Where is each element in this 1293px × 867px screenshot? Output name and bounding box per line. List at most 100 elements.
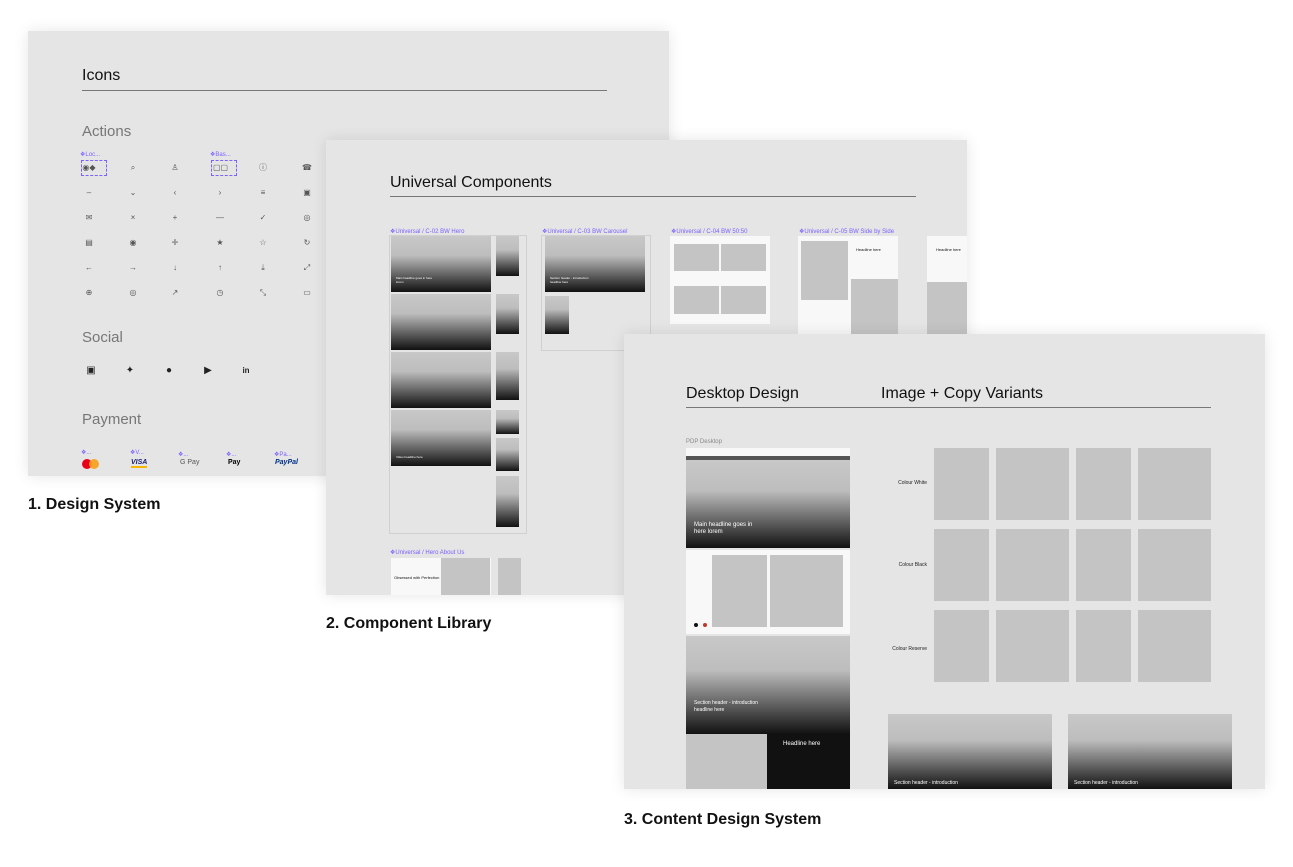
caption-content-design-system: 3. Content Design System: [624, 811, 822, 828]
payment-label-1: ...: [81, 449, 91, 456]
linkedin-icon[interactable]: in: [242, 366, 250, 375]
facebook-icon[interactable]: ●: [165, 365, 173, 376]
pdp-section-hero[interactable]: [686, 636, 850, 734]
hero-mobile-5[interactable]: [496, 438, 519, 471]
carousel-desktop[interactable]: [545, 236, 645, 292]
component-frame-bas[interactable]: [211, 160, 237, 176]
variant-tile[interactable]: [1076, 610, 1131, 682]
hero-variant-video[interactable]: [391, 410, 491, 466]
hero-mobile-6[interactable]: [496, 476, 519, 527]
variant-tile[interactable]: [1076, 448, 1131, 520]
visa-icon: VISA: [131, 459, 148, 468]
caption-component-library: 2. Component Library: [326, 615, 492, 632]
variant-tile[interactable]: [934, 610, 989, 682]
pdp-nav-bar[interactable]: [686, 448, 850, 456]
label-about: Universal / Hero About Us: [390, 549, 464, 556]
arrow-right-icon[interactable]: →: [129, 263, 137, 272]
help-icon[interactable]: ⓘ: [259, 163, 267, 172]
side-image-1: [801, 241, 848, 300]
pdp-hero[interactable]: [686, 460, 850, 548]
paypal-icon: PayPal: [275, 459, 298, 466]
variant-tile[interactable]: [996, 529, 1069, 601]
about-mobile[interactable]: [498, 558, 521, 595]
plus-icon[interactable]: +: [172, 213, 178, 222]
arrow-up-icon[interactable]: ↑: [218, 263, 222, 272]
card-icon[interactable]: ▭: [303, 288, 311, 297]
carousel-mobile[interactable]: [545, 296, 569, 334]
target-icon[interactable]: ◎: [129, 288, 137, 297]
location-pin-icon[interactable]: ◉◆: [82, 163, 96, 172]
download-icon[interactable]: ⤓: [261, 263, 265, 272]
star-outline-icon[interactable]: ☆: [259, 238, 267, 247]
about-headline: Obsessed with Perfection: [394, 575, 440, 580]
bottom-hero-1-headline: Section header - introduction: [894, 780, 958, 786]
move-icon[interactable]: ✛: [171, 238, 179, 247]
refresh-icon[interactable]: ↻: [303, 238, 311, 247]
hero-variants-frame[interactable]: [389, 235, 527, 534]
carousel-frame[interactable]: [541, 235, 651, 351]
hero-mobile-3[interactable]: [496, 352, 519, 400]
variant-tile[interactable]: [996, 448, 1069, 520]
pdp-dark-panel[interactable]: [767, 734, 850, 789]
swatch-red[interactable]: [703, 623, 707, 627]
variant-tile[interactable]: [934, 448, 989, 520]
bottom-hero-2[interactable]: [1068, 714, 1232, 789]
shield-icon[interactable]: ◎: [303, 213, 311, 222]
variant-tile[interactable]: [1138, 448, 1211, 520]
chevron-left-icon[interactable]: ‹: [173, 188, 177, 197]
component-frame-loc[interactable]: [81, 160, 107, 176]
pdp-product-image-2: [770, 555, 843, 627]
phone-icon[interactable]: ☎: [302, 163, 312, 172]
bottom-hero-1[interactable]: [888, 714, 1052, 789]
content-design-board[interactable]: Desktop Design Image + Copy Variants PDP…: [624, 334, 1265, 789]
document-icon[interactable]: ▤: [85, 238, 93, 247]
side-headline-2: Headline here: [936, 247, 961, 252]
payment-section-title: Payment: [82, 411, 142, 428]
arrow-left-icon[interactable]: ←: [85, 263, 93, 272]
component-label-loc: Loc...: [80, 151, 100, 158]
hero-variant-2[interactable]: [391, 294, 491, 350]
universal-components-rule: [390, 196, 916, 197]
bag-icon[interactable]: ▢▢: [213, 163, 229, 172]
row-label-black: Colour Black: [898, 562, 927, 568]
hero-mobile-2[interactable]: [496, 294, 519, 334]
pdp-section-headline: Section header - introduction headline h…: [694, 700, 758, 713]
youtube-icon[interactable]: ▶: [204, 365, 212, 376]
close-icon[interactable]: ×: [130, 213, 136, 222]
star-filled-icon[interactable]: ★: [216, 238, 224, 247]
arrow-down-icon[interactable]: ↓: [173, 263, 177, 272]
chevron-down-icon[interactable]: ⌄: [129, 188, 137, 197]
mail-icon[interactable]: ✉: [85, 213, 93, 222]
hero-mobile-4[interactable]: [496, 410, 519, 434]
menu-icon[interactable]: ≡: [260, 188, 266, 197]
location-icon[interactable]: ⊕: [85, 288, 93, 297]
carousel-headline: Section header - introduction headline h…: [550, 276, 589, 284]
swatch-black[interactable]: [694, 623, 698, 627]
hero-variant-1[interactable]: [391, 236, 491, 292]
hero-variant-3[interactable]: [391, 352, 491, 408]
external-link-icon[interactable]: ↗: [171, 288, 179, 297]
expand-icon[interactable]: ⤢: [303, 263, 311, 272]
dash-icon[interactable]: —: [216, 213, 224, 222]
variant-tile[interactable]: [996, 610, 1069, 682]
eye-icon[interactable]: ◉: [129, 238, 137, 247]
hero-mobile-1[interactable]: [496, 236, 519, 276]
twitter-icon[interactable]: ✦: [125, 365, 135, 376]
box-icon[interactable]: ▣: [303, 188, 311, 197]
fifty-image-2: [721, 244, 766, 271]
resize-icon[interactable]: ⤡: [259, 288, 267, 297]
variant-tile[interactable]: [1076, 529, 1131, 601]
user-icon[interactable]: ♙: [171, 163, 179, 172]
variant-tile[interactable]: [1138, 610, 1211, 682]
clock-icon[interactable]: ◷: [216, 288, 224, 297]
check-icon[interactable]: ✓: [259, 213, 267, 222]
chevron-right-icon[interactable]: ›: [218, 188, 222, 197]
icons-title: Icons: [82, 67, 121, 84]
instagram-icon[interactable]: ▣: [86, 365, 96, 376]
universal-components-title: Universal Components: [390, 174, 552, 191]
minus-icon[interactable]: –: [86, 188, 92, 197]
label-side-by-side: Universal / C-05 BW Side by Side: [799, 228, 894, 235]
variant-tile[interactable]: [934, 529, 989, 601]
search-icon[interactable]: ⌕: [130, 163, 136, 172]
variant-tile[interactable]: [1138, 529, 1211, 601]
